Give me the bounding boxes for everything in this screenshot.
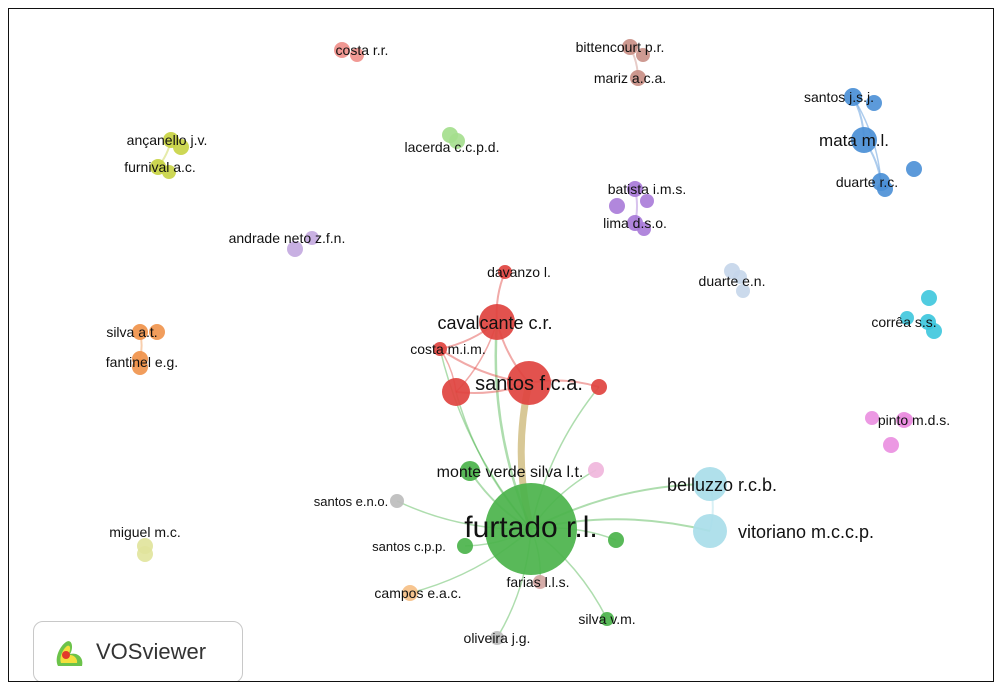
node-santos-eno[interactable] (390, 494, 404, 508)
author-node-dot[interactable] (350, 48, 364, 62)
author-node-dot[interactable] (883, 437, 899, 453)
label-batista[interactable]: batista i.m.s. (608, 181, 687, 197)
node-mariz[interactable] (630, 70, 646, 86)
author-node-dot[interactable] (865, 411, 879, 425)
label-costa-rr[interactable]: costa r.r. (336, 42, 389, 58)
author-node-dot[interactable] (609, 198, 625, 214)
node-santos-jsj[interactable] (844, 88, 862, 106)
node-pinto[interactable] (896, 412, 912, 428)
node-ancanello[interactable] (163, 132, 179, 148)
label-santos-eno[interactable]: santos e.n.o. (314, 494, 388, 509)
node-farias[interactable] (533, 575, 547, 589)
node-campos[interactable] (402, 585, 418, 601)
node-oliveira[interactable] (490, 631, 504, 645)
label-lima[interactable]: lima d.s.o. (603, 215, 667, 231)
node-fantinel[interactable] (132, 351, 148, 367)
node-santos-fca[interactable] (507, 361, 551, 405)
label-lacerda[interactable]: lacerda c.c.p.d. (405, 139, 500, 155)
label-cavalcante[interactable]: cavalcante c.r. (437, 313, 552, 333)
label-monte-verde[interactable]: monte verde silva l.t. (437, 464, 584, 481)
node-andrade-neto[interactable] (287, 241, 303, 257)
node-duarte-en[interactable] (724, 263, 740, 279)
label-andrade-neto[interactable]: andrade neto z.f.n. (229, 230, 346, 246)
node-mata[interactable] (851, 127, 877, 153)
label-furtado[interactable]: furtado r.l. (464, 511, 597, 544)
node-silva-vm[interactable] (600, 612, 614, 626)
node-vitoriano[interactable] (693, 514, 727, 548)
label-duarte-rc[interactable]: duarte r.c. (836, 174, 898, 190)
author-node-dot[interactable] (906, 161, 922, 177)
label-santos-fca[interactable]: santos f.c.a. (475, 373, 583, 395)
node-red-right[interactable] (591, 379, 607, 395)
author-node-dot[interactable] (900, 311, 914, 325)
node-costa-mim[interactable] (433, 342, 447, 356)
label-mata[interactable]: mata m.l. (819, 131, 889, 150)
node-furtado[interactable] (485, 483, 577, 575)
node-furnival[interactable] (150, 159, 166, 175)
author-node-dot[interactable] (305, 231, 319, 245)
node-red-left[interactable] (442, 378, 470, 406)
network-graph[interactable]: furtado r.l. santos f.c.a. cavalcante c.r.… (9, 9, 994, 682)
author-node-dot[interactable] (736, 284, 750, 298)
label-silva-at[interactable]: silva a.t. (106, 324, 157, 340)
node-lima[interactable] (627, 215, 643, 231)
label-pinto[interactable]: pinto m.d.s. (878, 412, 950, 428)
label-fantinel[interactable]: fantinel e.g. (106, 354, 178, 370)
node-santos-cpp[interactable] (457, 538, 473, 554)
label-davanzo[interactable]: davanzo l. (487, 264, 551, 280)
nodes-layer (132, 39, 936, 645)
label-ancanello[interactable]: ançanello j.v. (127, 132, 208, 148)
label-santos-cpp[interactable]: santos c.p.p. (372, 539, 446, 554)
label-miguel[interactable]: miguel m.c. (109, 524, 181, 540)
node-duarte-rc[interactable] (872, 173, 890, 191)
node-pink-small[interactable] (588, 462, 604, 478)
label-bittencourt[interactable]: bittencourt p.r. (576, 39, 665, 55)
author-node-dot[interactable] (636, 48, 650, 62)
node-cavalcante[interactable] (479, 304, 515, 340)
label-correa[interactable]: corrêa s.s. (871, 314, 936, 330)
label-santos-jsj[interactable]: santos j.s.j. (804, 89, 874, 105)
node-davanzo[interactable] (498, 265, 512, 279)
label-duarte-en[interactable]: duarte e.n. (699, 273, 766, 289)
author-node-dot[interactable] (640, 194, 654, 208)
node-miguel[interactable] (137, 538, 153, 554)
label-costa-mim[interactable]: costa m.i.m. (410, 341, 485, 357)
node-green-right[interactable] (608, 532, 624, 548)
node-lacerda[interactable] (442, 127, 458, 143)
label-campos[interactable]: campos e.a.c. (374, 585, 461, 601)
author-node-dot[interactable] (149, 324, 165, 340)
label-belluzzo[interactable]: belluzzo r.c.b. (667, 475, 777, 495)
label-mariz[interactable]: mariz a.c.a. (594, 70, 666, 86)
label-oliveira[interactable]: oliveira j.g. (464, 630, 531, 646)
label-silva-vm[interactable]: silva v.m. (578, 611, 635, 627)
node-silva-at[interactable] (132, 324, 148, 340)
author-node-dot[interactable] (866, 95, 882, 111)
node-batista[interactable] (627, 181, 643, 197)
label-furnival[interactable]: furnival a.c. (124, 159, 196, 175)
author-node-dot[interactable] (921, 290, 937, 306)
node-correa[interactable] (920, 314, 936, 330)
vosviewer-logo-icon (56, 641, 83, 666)
node-costa-rr[interactable] (334, 42, 350, 58)
vosviewer-logo-text: VOSviewer (96, 639, 207, 664)
node-bittencourt[interactable] (622, 39, 638, 55)
label-farias[interactable]: farias l.l.s. (506, 574, 569, 590)
label-vitoriano[interactable]: vitoriano m.c.c.p. (738, 522, 874, 542)
network-canvas[interactable]: furtado r.l. santos f.c.a. cavalcante c.r.… (8, 8, 994, 682)
node-belluzzo[interactable] (693, 467, 727, 501)
vosviewer-logo-badge[interactable]: VOSviewer (33, 621, 243, 681)
labels-layer: furtado r.l. santos f.c.a. cavalcante c.r.… (106, 39, 950, 646)
node-monte-verde[interactable] (460, 461, 480, 481)
